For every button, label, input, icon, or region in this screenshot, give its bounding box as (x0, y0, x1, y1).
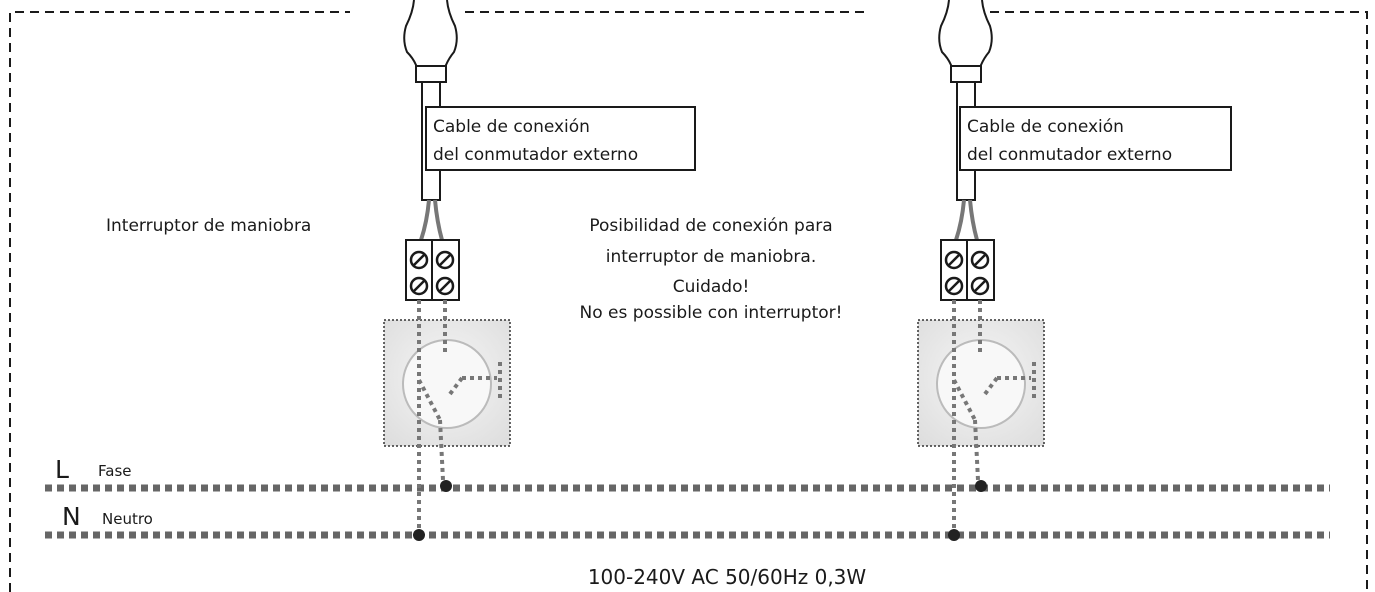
enclosure-border (9, 11, 1368, 592)
junction-neutral-left (413, 529, 425, 541)
terminal-block-right (940, 239, 995, 301)
wall-switch-right (917, 319, 1045, 447)
cable-grip-left (403, 0, 458, 83)
note-line4: No es possible con interruptor! (580, 303, 843, 323)
note-line2: interruptor de maniobra. (606, 247, 816, 267)
cable-label-box-right (959, 106, 1232, 171)
connection-note: Posibilidad de conexión para interruptor… (580, 216, 843, 323)
neutral-name: Neutro (102, 510, 153, 528)
neutral-letter: N (62, 502, 81, 531)
unit-left: Cable de conexión del conmutador externo (383, 0, 696, 541)
junction-neutral-right (948, 529, 960, 541)
note-line3: Cuidado! (673, 277, 750, 297)
supply-spec: 100-240V AC 50/60Hz 0,3W (588, 565, 867, 589)
junction-phase-left (440, 480, 452, 492)
cable-label-left-line1: Cable de conexión (433, 117, 590, 137)
cable-grip-right (938, 0, 993, 83)
junction-phase-right (975, 480, 987, 492)
unit-right: Cable de conexión del conmutador externo (917, 0, 1232, 541)
wall-switch-left (383, 319, 511, 447)
terminal-block-left (405, 239, 460, 301)
phase-name: Fase (98, 462, 132, 480)
note-line1: Posibilidad de conexión para (589, 216, 832, 236)
switch-label-left: Interruptor de maniobra (106, 216, 311, 236)
cable-label-box-left (425, 106, 696, 171)
cable-label-right-line2: del conmutador externo (967, 145, 1172, 165)
cable-label-left-line2: del conmutador externo (433, 145, 638, 165)
phase-letter: L (55, 455, 69, 484)
cable-label-right-line1: Cable de conexión (967, 117, 1124, 137)
